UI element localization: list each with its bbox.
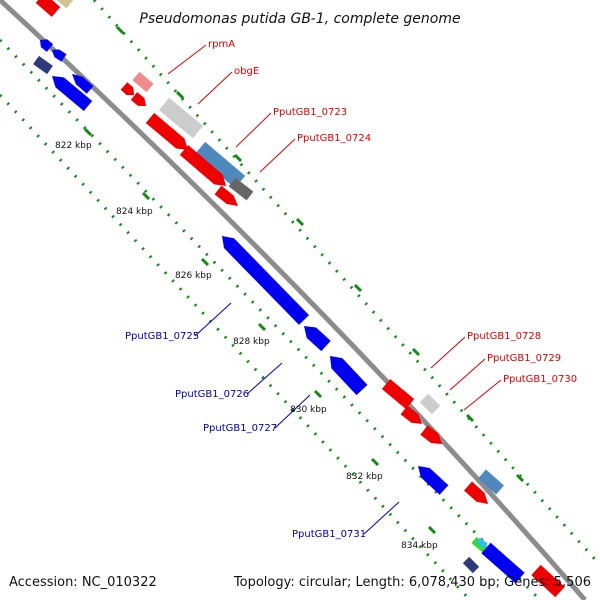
major-tick-14 <box>515 473 525 483</box>
gene-label-pputgb1-0727[interactable]: PputGB1_0727 <box>203 423 277 434</box>
gene-red-bottom-2 <box>531 564 565 598</box>
map-title: Pseudomonas putida GB-1, complete genome <box>139 11 460 27</box>
leader-pputgb1-0726 <box>246 362 283 395</box>
major-tick-12 <box>411 347 421 357</box>
leader-pputgb1-0730 <box>463 379 502 411</box>
major-tick-3 <box>257 322 267 332</box>
gene-pputgb1-0730 <box>420 425 442 444</box>
gene-red-small-1 <box>214 185 238 206</box>
gene-label-pputgb1-0730[interactable]: PputGB1_0730 <box>503 374 577 385</box>
scale-label-822: 822 kbp <box>55 141 92 151</box>
leader-pputgb1-0724 <box>259 138 296 173</box>
gene-label-pputgb1-0725[interactable]: PputGB1_0725 <box>125 331 199 342</box>
leader-pputgb1-0731 <box>363 501 400 535</box>
scale-label-828: 828 kbp <box>233 337 270 347</box>
gene-label-rpmA[interactable]: rpmA <box>208 39 235 50</box>
gene-red-bottom-1 <box>463 481 488 504</box>
leader-pputgb1-0723 <box>235 112 272 148</box>
gene-pputgb1-0729 <box>419 393 441 415</box>
gene-label-pputgb1-0723[interactable]: PputGB1_0723 <box>273 107 347 118</box>
major-tick-5 <box>370 457 380 467</box>
leader-obgE <box>197 71 233 105</box>
scale-labels: 822 kbp 824 kbp 826 kbp 828 kbp 830 kbp … <box>55 141 438 551</box>
leader-pputgb1-0727 <box>274 394 311 429</box>
major-tick-2 <box>200 257 210 267</box>
major-tick-6 <box>427 525 437 535</box>
scale-label-834: 834 kbp <box>401 541 438 551</box>
gene-pputgb1-0731 <box>418 466 449 495</box>
gene-label-pputgb1-0728[interactable]: PputGB1_0728 <box>467 331 541 342</box>
gene-pputgb1-0723 <box>145 113 188 150</box>
label-leader-lines <box>167 44 502 535</box>
scale-label-824: 824 kbp <box>116 207 153 217</box>
gene-rpmA-region <box>132 71 154 93</box>
gene-partial-red-top <box>35 0 61 17</box>
gene-label-pputgb1-0724[interactable]: PputGB1_0724 <box>297 133 371 144</box>
gene-pputgb1-0727 <box>330 356 368 396</box>
major-tick-1 <box>141 191 151 201</box>
gene-pputgb1-0726 <box>304 326 331 352</box>
gene-pputgb1-0728 <box>381 379 415 409</box>
gene-pputgb1-0725 <box>222 236 310 325</box>
gene-label-pputgb1-0726[interactable]: PputGB1_0726 <box>175 389 249 400</box>
track-line-1 <box>0 38 542 600</box>
major-tick-4 <box>313 389 323 399</box>
gene-obgE <box>158 97 204 139</box>
gene-label-obgE[interactable]: obgE <box>234 66 259 77</box>
gene-rev-4 <box>52 76 93 111</box>
gene-blue-bottom <box>481 542 525 584</box>
major-tick-10 <box>295 217 305 227</box>
gene-label-pputgb1-0729[interactable]: PputGB1_0729 <box>487 353 561 364</box>
scale-label-826: 826 kbp <box>175 271 212 281</box>
scale-label-830: 830 kbp <box>290 405 327 415</box>
gene-red-small-2 <box>400 405 422 424</box>
gene-rev-small-2 <box>52 49 67 62</box>
gene-rev-3 <box>72 74 94 94</box>
gene-features <box>33 0 565 598</box>
gene-partial-olive-top <box>56 0 74 9</box>
leader-pputgb1-0725 <box>194 302 232 337</box>
gene-pputgb1-0724 <box>179 145 226 186</box>
gene-label-pputgb1-0731[interactable]: PputGB1_0731 <box>292 529 366 540</box>
accession-text: Accession: NC_010322 <box>9 575 157 590</box>
gene-rev-navy <box>33 55 53 75</box>
reverse-gene-labels: PputGB1_0725 PputGB1_0726 PputGB1_0727 P… <box>125 331 366 540</box>
major-tick-8 <box>175 90 185 100</box>
genome-summary-text: Topology: circular; Length: 6,078,430 bp… <box>233 575 591 590</box>
leader-pputgb1-0729 <box>449 358 486 391</box>
gene-obgE-small <box>130 92 146 106</box>
gene-cyan-small <box>476 537 488 549</box>
major-tick-13 <box>465 413 475 423</box>
gene-dark-1 <box>228 177 254 201</box>
gene-steel-1 <box>194 141 246 189</box>
gene-rev-small-1 <box>40 39 54 52</box>
major-tick-7 <box>115 25 125 35</box>
scale-label-832: 832 kbp <box>346 472 383 482</box>
major-tick-11 <box>353 283 363 293</box>
forward-gene-labels: rpmA obgE PputGB1_0723 PputGB1_0724 Pput… <box>208 39 577 385</box>
major-tick-9 <box>233 153 243 163</box>
leader-rpmA <box>167 44 207 75</box>
gene-navy-bottom <box>462 556 480 574</box>
gene-rpmA <box>120 82 134 96</box>
gene-steel-2 <box>478 469 504 495</box>
leader-pputgb1-0728 <box>430 336 466 369</box>
major-tick-0 <box>83 127 93 137</box>
